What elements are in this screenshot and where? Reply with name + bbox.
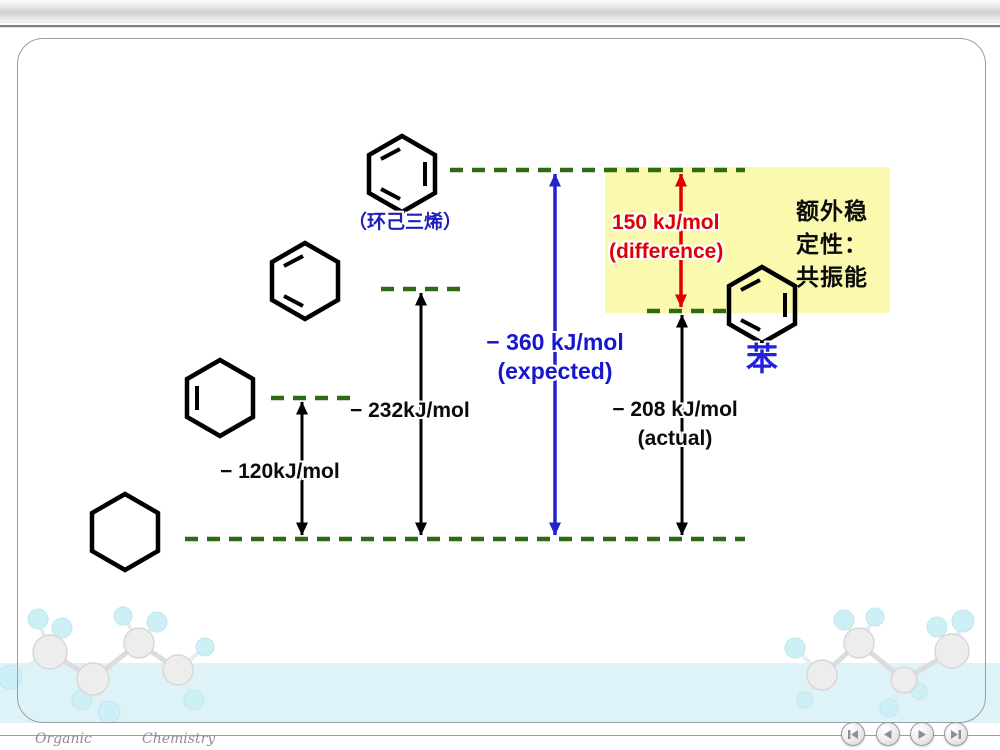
- stability-note-line2: 定性：: [796, 231, 868, 257]
- nav-last-button[interactable]: [944, 722, 968, 746]
- previous-icon: [884, 729, 892, 739]
- next-icon: [918, 729, 926, 739]
- ene-value-label: − 120kJ/mol: [220, 460, 340, 483]
- skip-to-first-icon: [848, 729, 858, 739]
- stability-note-line3: 共振能: [796, 264, 868, 290]
- difference-value-label: 150 kJ/mol: [612, 211, 720, 234]
- expected-value-label: − 360 kJ/mol: [486, 329, 624, 355]
- footer-rule: [0, 735, 1000, 736]
- difference-caption-label: (difference): [609, 240, 724, 263]
- nav-first-button[interactable]: [841, 722, 865, 746]
- skip-to-last-icon: [951, 729, 961, 739]
- brand-chemistry: Chemistry: [142, 731, 216, 747]
- molecule-decoration-right: [784, 607, 975, 718]
- top-separator-line: [0, 25, 1000, 27]
- cyclohexatriene-structure: [366, 133, 438, 215]
- top-gradient-bar: [0, 0, 1000, 23]
- molecule-decoration-left: [0, 606, 215, 724]
- actual-value-label: − 208 kJ/mol: [612, 398, 738, 421]
- stability-note-line1: 额外稳: [796, 198, 868, 224]
- diene-value-label: − 232kJ/mol: [350, 399, 470, 422]
- nav-previous-button[interactable]: [876, 722, 900, 746]
- nav-next-button[interactable]: [910, 722, 934, 746]
- cyclohexatriene-label: （环己三烯）: [347, 212, 462, 233]
- brand-organic: Organic: [35, 731, 92, 747]
- cyclohexene-structure: [184, 357, 256, 439]
- expected-caption-label: (expected): [497, 358, 613, 384]
- benzene-structure: [726, 264, 798, 346]
- actual-caption-label: (actual): [637, 427, 713, 450]
- cyclohexane-structure: [89, 491, 161, 573]
- top-separator-highlight: [0, 27, 1000, 28]
- benzene-label: 苯: [745, 341, 778, 377]
- cyclohexadiene-structure: [269, 240, 341, 322]
